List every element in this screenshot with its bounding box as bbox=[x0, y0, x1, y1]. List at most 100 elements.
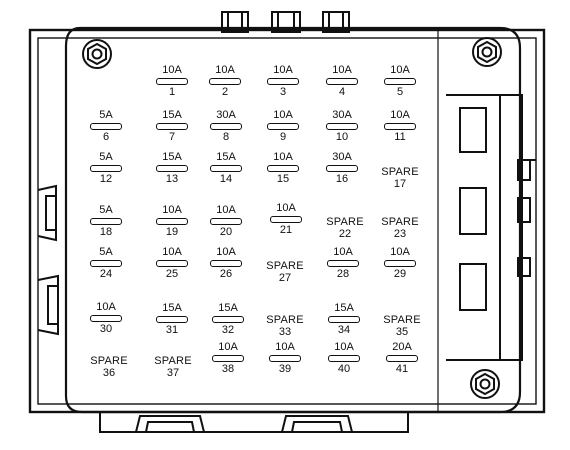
fuse-number: 20 bbox=[219, 226, 233, 238]
fuse-rating: 10A bbox=[333, 246, 353, 258]
fuse-number: 29 bbox=[393, 268, 407, 280]
fuse-rating: 15A bbox=[334, 302, 354, 314]
fuse-rating: 5A bbox=[99, 246, 113, 258]
fuse-number: 13 bbox=[165, 173, 179, 185]
fuse-number: 17 bbox=[393, 178, 407, 190]
fuse-blade bbox=[90, 123, 122, 130]
fuse-number: 11 bbox=[394, 131, 406, 143]
fuse-blade bbox=[156, 123, 188, 130]
fuse-blade bbox=[326, 123, 358, 130]
fuse-blade bbox=[210, 260, 242, 267]
fuse-number: 22 bbox=[338, 228, 352, 240]
fuse-7: 15A 7 bbox=[147, 109, 197, 143]
fuse-number: 32 bbox=[221, 324, 235, 336]
fuse-13: 15A 13 bbox=[147, 151, 197, 185]
fuse-6: 5A 6 bbox=[81, 109, 131, 143]
fuse-blade bbox=[327, 260, 359, 267]
fuse-blade bbox=[267, 165, 299, 172]
fuse-rating: 5A bbox=[99, 151, 113, 163]
fuse-5: 10A 5 bbox=[375, 64, 425, 98]
fuse-24: 5A 24 bbox=[81, 246, 131, 280]
fuse-40: 10A 40 bbox=[319, 341, 369, 375]
fuse-8: 30A 8 bbox=[201, 109, 251, 143]
fuse-rating: 15A bbox=[216, 151, 236, 163]
screw-top-left bbox=[82, 39, 112, 69]
fuse-blade bbox=[156, 260, 188, 267]
fuse-blade bbox=[156, 165, 188, 172]
fuse-blade bbox=[326, 165, 358, 172]
fuse-number: 5 bbox=[396, 86, 404, 98]
fuse-number: 15 bbox=[276, 173, 290, 185]
fuse-15: 10A 15 bbox=[258, 151, 308, 185]
fuse-rating: 5A bbox=[99, 204, 113, 216]
fuse-blade bbox=[90, 315, 122, 322]
fuse-11: 10A 11 bbox=[375, 109, 425, 143]
fuse-rating: 10A bbox=[273, 151, 293, 163]
fuse-rating: SPARE bbox=[383, 314, 421, 326]
fuse-number: 31 bbox=[165, 324, 179, 336]
fuse-9: 10A 9 bbox=[258, 109, 308, 143]
screw-bottom-right bbox=[470, 369, 500, 399]
fuse-blade bbox=[386, 355, 418, 362]
fuse-number: 6 bbox=[102, 131, 110, 143]
left-side-clip-upper bbox=[37, 184, 57, 242]
fuse-rating: SPARE bbox=[381, 166, 419, 178]
fuse-rating: 5A bbox=[99, 109, 113, 121]
fuse-rating: 15A bbox=[218, 302, 238, 314]
fuse-rating: 10A bbox=[275, 341, 295, 353]
fuse-rating: 10A bbox=[96, 301, 116, 313]
fuse-23: SPARE 23 bbox=[375, 216, 425, 240]
fuse-rating: 15A bbox=[162, 109, 182, 121]
fuse-number: 7 bbox=[168, 131, 176, 143]
fuse-number: 27 bbox=[278, 272, 292, 284]
fuse-27: SPARE 27 bbox=[260, 260, 310, 284]
fuse-number: 12 bbox=[99, 173, 113, 185]
fuse-number: 19 bbox=[165, 226, 179, 238]
fuse-rating: 10A bbox=[276, 202, 296, 214]
fuse-blade bbox=[210, 218, 242, 225]
fuse-37: SPARE 37 bbox=[148, 355, 198, 379]
fuse-blade bbox=[270, 216, 302, 223]
fuse-rating: 30A bbox=[216, 109, 236, 121]
fuse-number: 24 bbox=[99, 268, 113, 280]
fuse-number: 14 bbox=[219, 173, 233, 185]
fuse-41: 20A 41 bbox=[377, 341, 427, 375]
fuse-blade bbox=[212, 355, 244, 362]
fuse-blade bbox=[384, 260, 416, 267]
fuse-number: 1 bbox=[168, 86, 176, 98]
fuse-22: SPARE 22 bbox=[320, 216, 370, 240]
fuse-rating: 20A bbox=[392, 341, 412, 353]
fuse-number: 4 bbox=[338, 86, 346, 98]
fuse-blade bbox=[90, 165, 122, 172]
fuse-blade bbox=[209, 78, 241, 85]
fuse-20: 10A 20 bbox=[201, 204, 251, 238]
bottom-connector bbox=[99, 412, 409, 433]
fuse-rating: 30A bbox=[332, 109, 352, 121]
fuse-29: 10A 29 bbox=[375, 246, 425, 280]
fuse-3: 10A 3 bbox=[258, 64, 308, 98]
fuse-10: 30A 10 bbox=[317, 109, 367, 143]
fuse-number: 30 bbox=[99, 323, 113, 335]
fuse-panel bbox=[64, 26, 522, 414]
fuse-number: 35 bbox=[395, 326, 409, 338]
fuse-rating: SPARE bbox=[381, 216, 419, 228]
fuse-blade bbox=[210, 165, 242, 172]
fuse-4: 10A 4 bbox=[317, 64, 367, 98]
fuse-blade bbox=[269, 355, 301, 362]
fuse-rating: SPARE bbox=[266, 314, 304, 326]
fuse-blade bbox=[90, 260, 122, 267]
fuse-blade bbox=[90, 218, 122, 225]
fuse-rating: 30A bbox=[332, 151, 352, 163]
fuse-rating: 10A bbox=[390, 64, 410, 76]
fuse-blade bbox=[210, 123, 242, 130]
fuse-rating: 10A bbox=[218, 341, 238, 353]
fuse-28: 10A 28 bbox=[318, 246, 368, 280]
fuse-rating: 10A bbox=[334, 341, 354, 353]
fuse-blade bbox=[156, 218, 188, 225]
fuse-number: 26 bbox=[219, 268, 233, 280]
fuse-number: 23 bbox=[393, 228, 407, 240]
fuse-blade bbox=[384, 78, 416, 85]
fuse-21: 10A 21 bbox=[261, 202, 311, 236]
fuse-16: 30A 16 bbox=[317, 151, 367, 185]
